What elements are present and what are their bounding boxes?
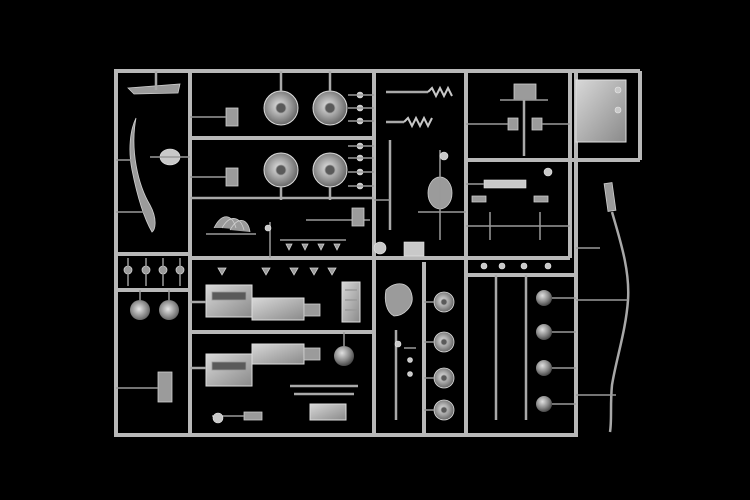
center-upper-parts xyxy=(373,85,466,257)
sprue-frame xyxy=(114,69,642,437)
right-upper-parts xyxy=(466,83,570,240)
disc-column xyxy=(424,291,455,421)
radiator-part xyxy=(341,281,361,323)
disc-part xyxy=(159,300,179,320)
box-part xyxy=(575,79,627,143)
knob-row xyxy=(123,258,185,286)
left-column-parts xyxy=(116,71,190,403)
right-lower-parts xyxy=(480,262,576,420)
engine-block-lower xyxy=(190,343,321,387)
spring-part xyxy=(403,115,433,129)
lower-middle-parts xyxy=(212,332,358,424)
manifold-parts xyxy=(206,207,370,276)
disc-part xyxy=(130,300,150,320)
peg-column xyxy=(348,91,374,190)
wheel-parts xyxy=(190,71,374,200)
spring-part xyxy=(427,85,453,99)
center-lower-parts xyxy=(384,283,416,420)
cable-part xyxy=(576,182,630,433)
engine-block-upper xyxy=(190,284,321,321)
